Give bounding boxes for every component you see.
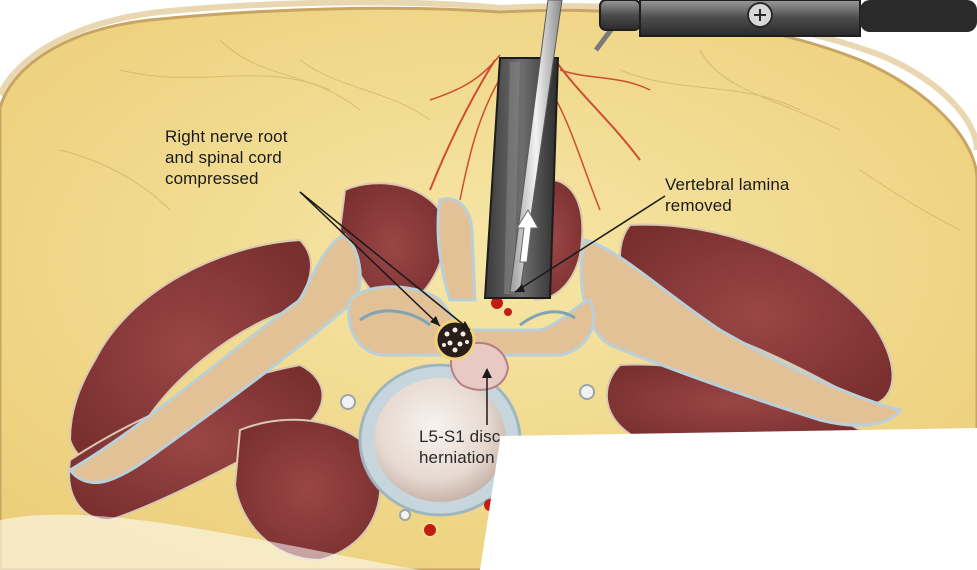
vessel <box>400 510 410 520</box>
spinal-cord-compressed <box>436 321 474 359</box>
blank-cutout-region <box>480 428 977 570</box>
lamina-label: Vertebral lamina removed <box>665 174 789 216</box>
vessel <box>341 395 355 409</box>
disc-herniation-label: L5-S1 disc herniation <box>419 426 503 470</box>
vessel <box>423 523 437 537</box>
nerve-root-label: Right nerve root and spinal cord compres… <box>165 126 288 189</box>
bleeding-spot <box>504 308 512 316</box>
vessel <box>580 385 594 399</box>
